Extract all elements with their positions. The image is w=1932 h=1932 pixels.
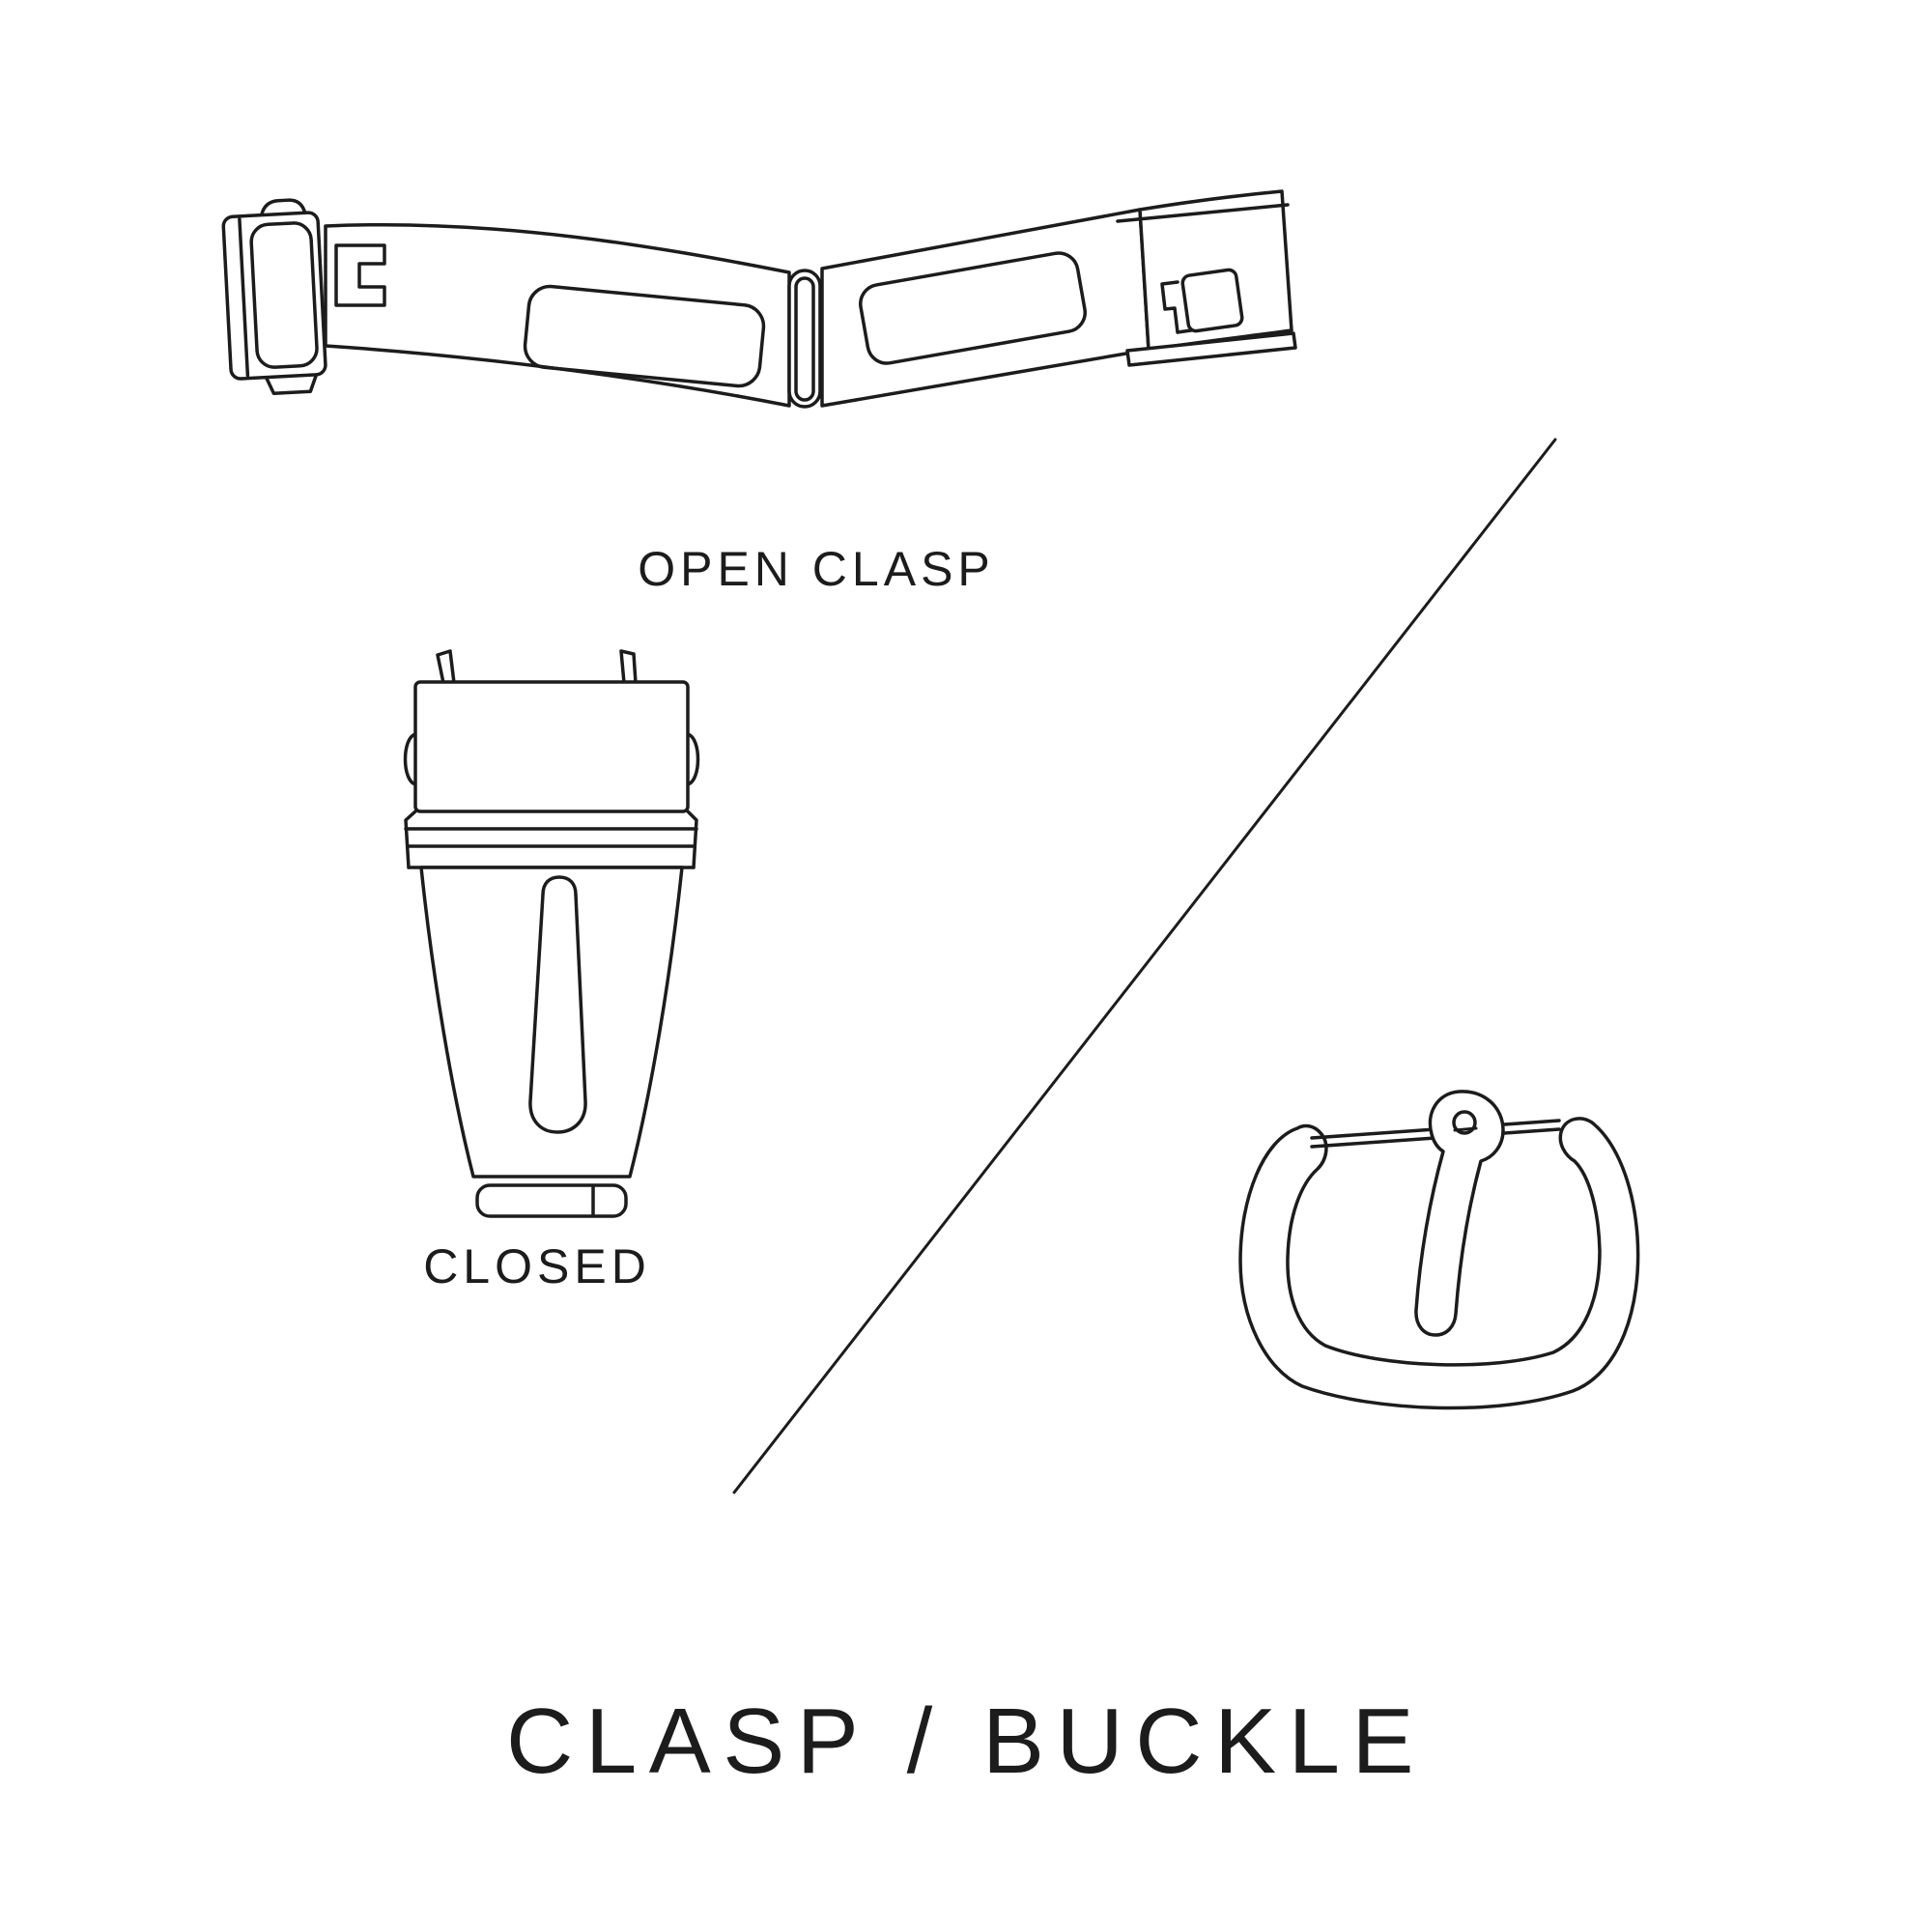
- pin-buckle-illustration: [1238, 1090, 1640, 1410]
- closed-clasp-pusher-right: [686, 732, 700, 786]
- closed-clasp-prong-right: [619, 649, 638, 685]
- open-clasp-right-slot: [1180, 268, 1244, 333]
- open-clasp-end-link-left: [221, 198, 327, 395]
- open-clasp-hinge: [787, 269, 822, 409]
- closed-clasp-cover: [413, 680, 690, 813]
- closed-clasp-body: [419, 866, 684, 1179]
- closed-clasp-prong-left: [436, 649, 456, 685]
- open-clasp-right-cutout: [859, 251, 1087, 365]
- open-clasp-label: OPEN CLASP: [638, 542, 995, 596]
- open-clasp-illustration: [221, 189, 1297, 409]
- open-clasp-latch-notch: [334, 243, 386, 307]
- diagonal-divider-line: [732, 438, 1557, 1494]
- closed-clasp-foot: [475, 1183, 628, 1218]
- buckle-frame: [1238, 1117, 1640, 1410]
- page-title: CLASP / BUCKLE: [506, 1690, 1426, 1793]
- closed-clasp-illustration: [403, 649, 700, 1218]
- closed-clasp-pusher-left: [403, 732, 417, 786]
- open-clasp-left-cutout: [523, 284, 766, 388]
- open-clasp-right-blade: [820, 208, 1151, 408]
- buckle-pin: [1414, 1090, 1505, 1337]
- closed-clasp-slot: [528, 875, 587, 1134]
- buckle-pin-curl: [1452, 1110, 1477, 1135]
- closed-clasp-label: CLOSED: [423, 1239, 651, 1293]
- open-clasp-left-blade: [324, 222, 791, 408]
